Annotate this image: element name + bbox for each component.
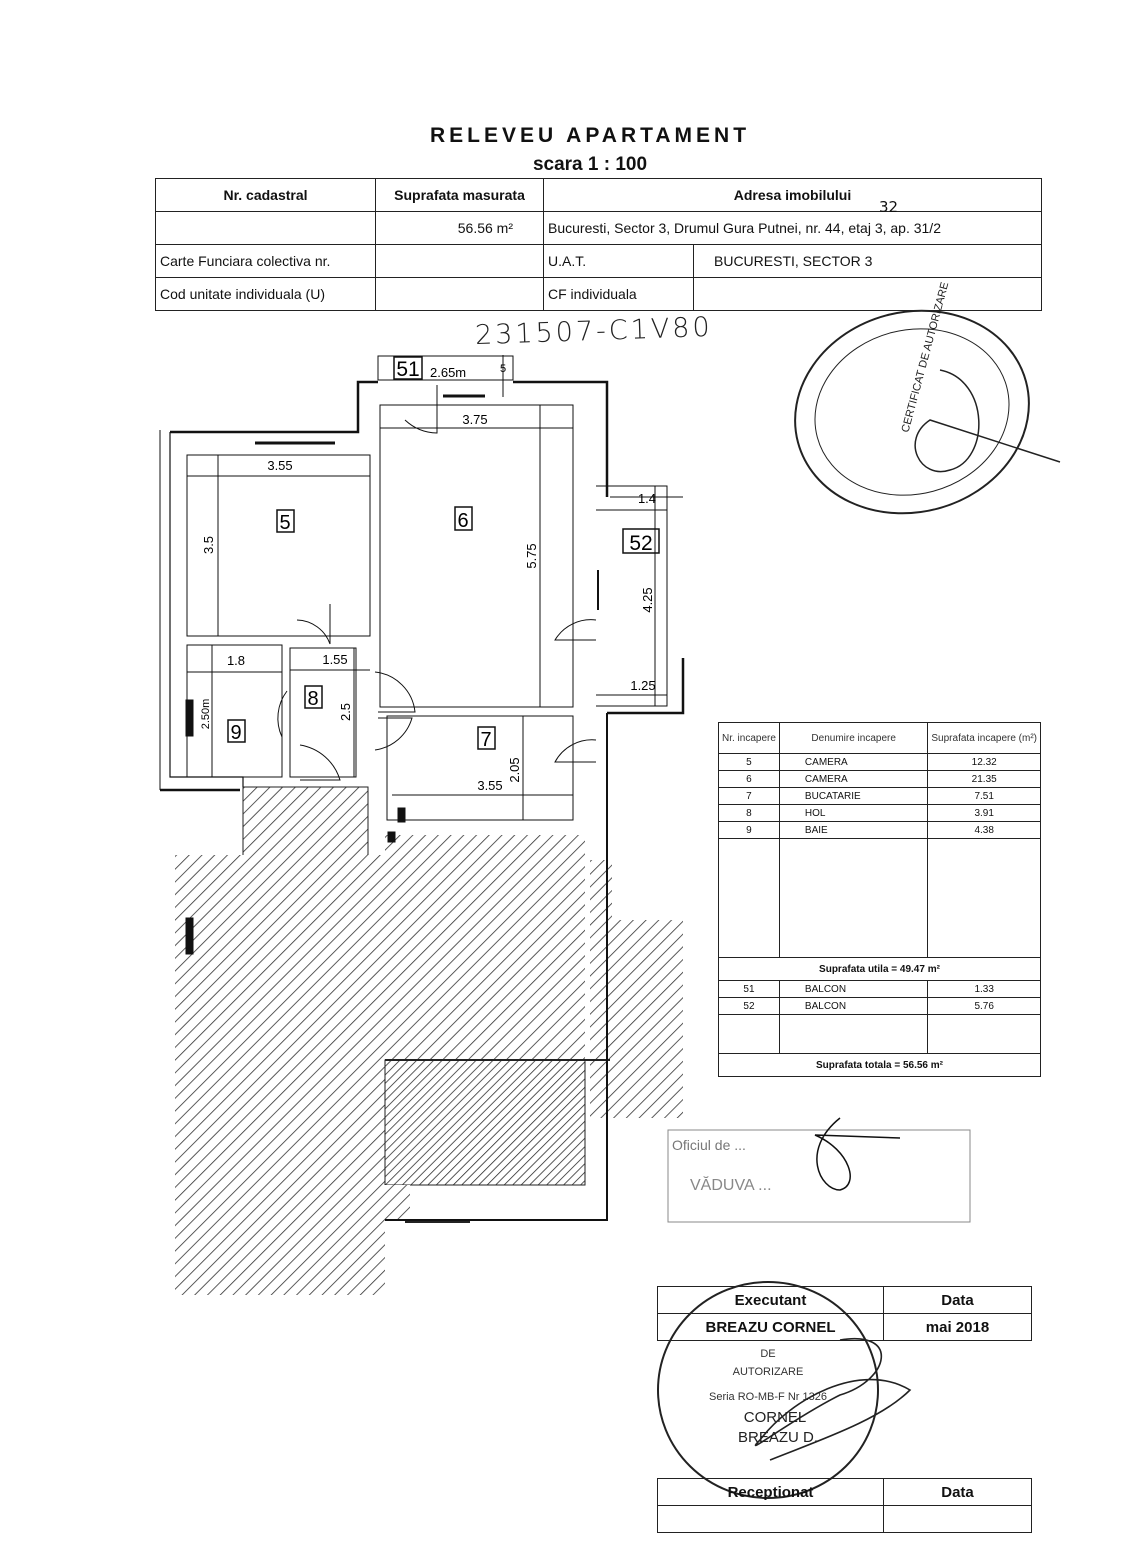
executant-label: Executant	[657, 1286, 884, 1314]
dim-room7-length: 2.05	[507, 757, 522, 782]
grand-total: Suprafata totala = 56.56 m²	[718, 1053, 1041, 1077]
room-table: Nr. incapere Denumire incapere Suprafata…	[718, 722, 1041, 1077]
receptionat-value	[657, 1505, 884, 1533]
apartment-walls	[159, 355, 685, 1221]
dimension-labels: 2.65m 5 3.75 5.75 3.55 3.5 1.4 4.25 1.25…	[200, 363, 656, 793]
svg-text:AUTORIZARE: AUTORIZARE	[733, 1366, 804, 1378]
svg-text:DE: DE	[760, 1348, 775, 1360]
office-stamp: Oficiul de ... VĂDUVA ...	[667, 1117, 971, 1223]
surface-value: 56.56 m²	[375, 211, 544, 245]
cf-individuala-value	[693, 277, 1042, 311]
room-nr: 8	[718, 804, 780, 822]
svg-text:CORNEL: CORNEL	[744, 1409, 807, 1426]
header-room-nr: Nr. incapere	[718, 722, 780, 754]
certificate-stamp-text: CERTIFICAT DE AUTORIZARE	[900, 281, 952, 434]
dim-room6-width: 3.75	[462, 412, 487, 427]
svg-text:Seria RO-MB-F Nr 1326: Seria RO-MB-F Nr 1326	[709, 1391, 827, 1403]
dim-room9-width: 1.8	[227, 653, 245, 668]
room-number-8: 8	[307, 688, 318, 710]
cf-individuala-label: CF individuala	[543, 277, 694, 311]
room-number-51: 51	[396, 358, 419, 381]
room-name: CAMERA	[778, 770, 929, 788]
cadastral-value	[155, 211, 376, 245]
executant-name: BREAZU CORNEL	[657, 1313, 884, 1341]
dim-balcony52-width: 1.4	[638, 491, 656, 506]
room-number-5: 5	[279, 512, 290, 534]
room-number-52: 52	[629, 532, 652, 555]
cod-unitate-label: Cod unitate individuala (U)	[155, 277, 376, 311]
table-row-empty	[718, 1014, 1041, 1054]
header-room-area: Suprafata incapere (m²)	[927, 722, 1041, 754]
svg-text:Oficiul de ...: Oficiul de ...	[672, 1137, 746, 1153]
room-nr: 6	[718, 770, 780, 788]
dimension-lines	[187, 355, 667, 820]
date-value: mai 2018	[883, 1313, 1032, 1341]
certificate-stamp: CERTIFICAT DE AUTORIZARE	[794, 281, 1061, 515]
neighbour-units-hatched	[175, 786, 683, 1295]
dim-room8-width: 1.55	[322, 652, 347, 667]
dim-balcony52-bottom: 1.25	[630, 678, 655, 693]
header-table: Nr. cadastral Suprafata masurata Adresa …	[155, 178, 1042, 311]
dim-room5-width: 3.55	[267, 458, 292, 473]
balcony-name: BALCON	[778, 980, 929, 998]
document-title: RELEVEU APARTAMENT	[429, 124, 751, 147]
room-area: 7.51	[927, 787, 1041, 805]
svg-text:VĂDUVA ...: VĂDUVA ...	[690, 1175, 772, 1194]
balcony-name: BALCON	[778, 997, 929, 1015]
balcony-nr: 52	[718, 997, 780, 1015]
address-cell: Bucuresti, Sector 3, Drumul Gura Putnei,…	[543, 198, 1042, 245]
dim-room7-width: 3.55	[477, 778, 502, 793]
date-label: Data	[883, 1286, 1032, 1314]
room-numbers: 51 5 6 52 8 9 7	[227, 356, 660, 751]
room-area: 21.35	[927, 770, 1041, 788]
room-area: 3.91	[927, 804, 1041, 822]
balcony-area: 5.76	[927, 997, 1041, 1015]
cadastral-header: Nr. cadastral	[155, 178, 376, 212]
balcony-nr: 51	[718, 980, 780, 998]
document-scale: scara 1 : 100	[532, 154, 648, 175]
dim-room5-length: 3.5	[201, 536, 216, 554]
usable-total: Suprafata utila = 49.47 m²	[718, 957, 1041, 981]
room-number-9: 9	[230, 722, 241, 744]
room-name: HOL	[778, 804, 929, 822]
dim-room6-length: 5.75	[524, 543, 539, 568]
date-label-2: Data	[883, 1478, 1032, 1506]
address-value: Bucuresti, Sector 3, Drumul Gura Putnei,…	[548, 220, 941, 236]
receptionat-label: Receptionat	[657, 1478, 884, 1506]
room-number-7: 7	[480, 729, 491, 751]
receptionat-date-value	[883, 1505, 1032, 1533]
uat-value: BUCURESTI, SECTOR 3	[693, 244, 1042, 278]
room-number-6: 6	[457, 510, 468, 532]
room-name: CAMERA	[778, 753, 929, 771]
room-name: BUCATARIE	[778, 787, 929, 805]
dim-balcony51-depth: 5	[500, 363, 506, 375]
room-nr: 9	[718, 821, 780, 839]
room-name: BAIE	[778, 821, 929, 839]
executant-stamp: DE AUTORIZARE Seria RO-MB-F Nr 1326 CORN…	[657, 1281, 912, 1499]
dim-room8-length: 2.5	[338, 703, 353, 721]
room-area: 4.38	[927, 821, 1041, 839]
dim-balcony52-length: 4.25	[640, 587, 655, 612]
dim-room9-length: 2.50m	[200, 699, 212, 730]
table-row-empty	[718, 838, 1041, 958]
room-nr: 7	[718, 787, 780, 805]
header-room-name: Denumire incapere	[778, 722, 929, 754]
carte-funciara-label: Carte Funciara colectiva nr.	[155, 244, 376, 278]
carte-funciara-value	[375, 244, 544, 278]
dim-balcony51-width: 2.65m	[430, 365, 466, 380]
room-area: 12.32	[927, 753, 1041, 771]
balcony-area: 1.33	[927, 980, 1041, 998]
room-nr: 5	[718, 753, 780, 771]
address-correction: 32	[879, 198, 899, 216]
